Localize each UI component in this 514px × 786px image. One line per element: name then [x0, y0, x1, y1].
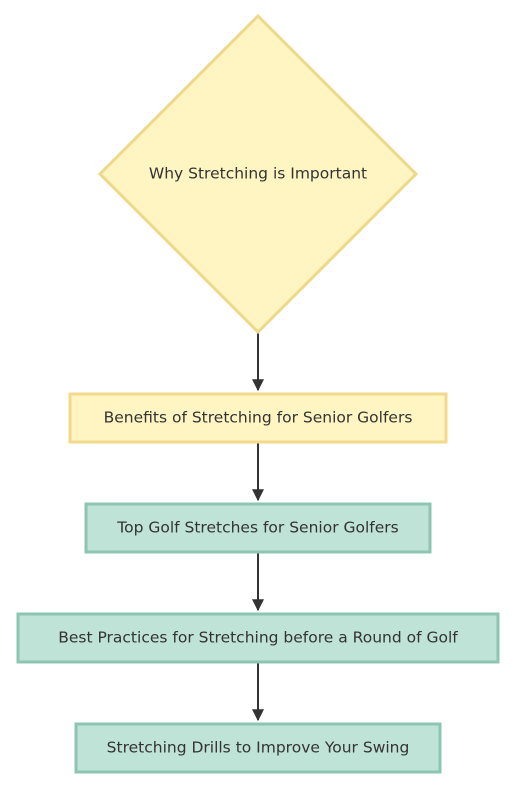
- process-box-benefits: [68, 392, 448, 444]
- node-label-top-stretches: Top Golf Stretches for Senior Golfers: [116, 519, 398, 537]
- node-top-stretches: Top Golf Stretches for Senior Golfers: [84, 502, 432, 554]
- node-label-best-practices: Best Practices for Stretching before a R…: [58, 629, 458, 647]
- node-best-practices: Best Practices for Stretching before a R…: [16, 612, 500, 664]
- process-box-best-practices: [16, 612, 500, 664]
- node-label-benefits: Benefits of Stretching for Senior Golfer…: [104, 409, 413, 427]
- process-box-top-stretches: [84, 502, 432, 554]
- process-box-stretching-drills: [74, 722, 442, 774]
- node-benefits: Benefits of Stretching for Senior Golfer…: [68, 392, 448, 444]
- node-why-stretching-important: Why Stretching is Important: [97, 13, 419, 335]
- node-stretching-drills: Stretching Drills to Improve Your Swing: [74, 722, 442, 774]
- decision-diamond: [97, 13, 419, 335]
- node-label-stretching-drills: Stretching Drills to Improve Your Swing: [107, 739, 410, 757]
- node-label-why: Why Stretching is Important: [149, 165, 367, 183]
